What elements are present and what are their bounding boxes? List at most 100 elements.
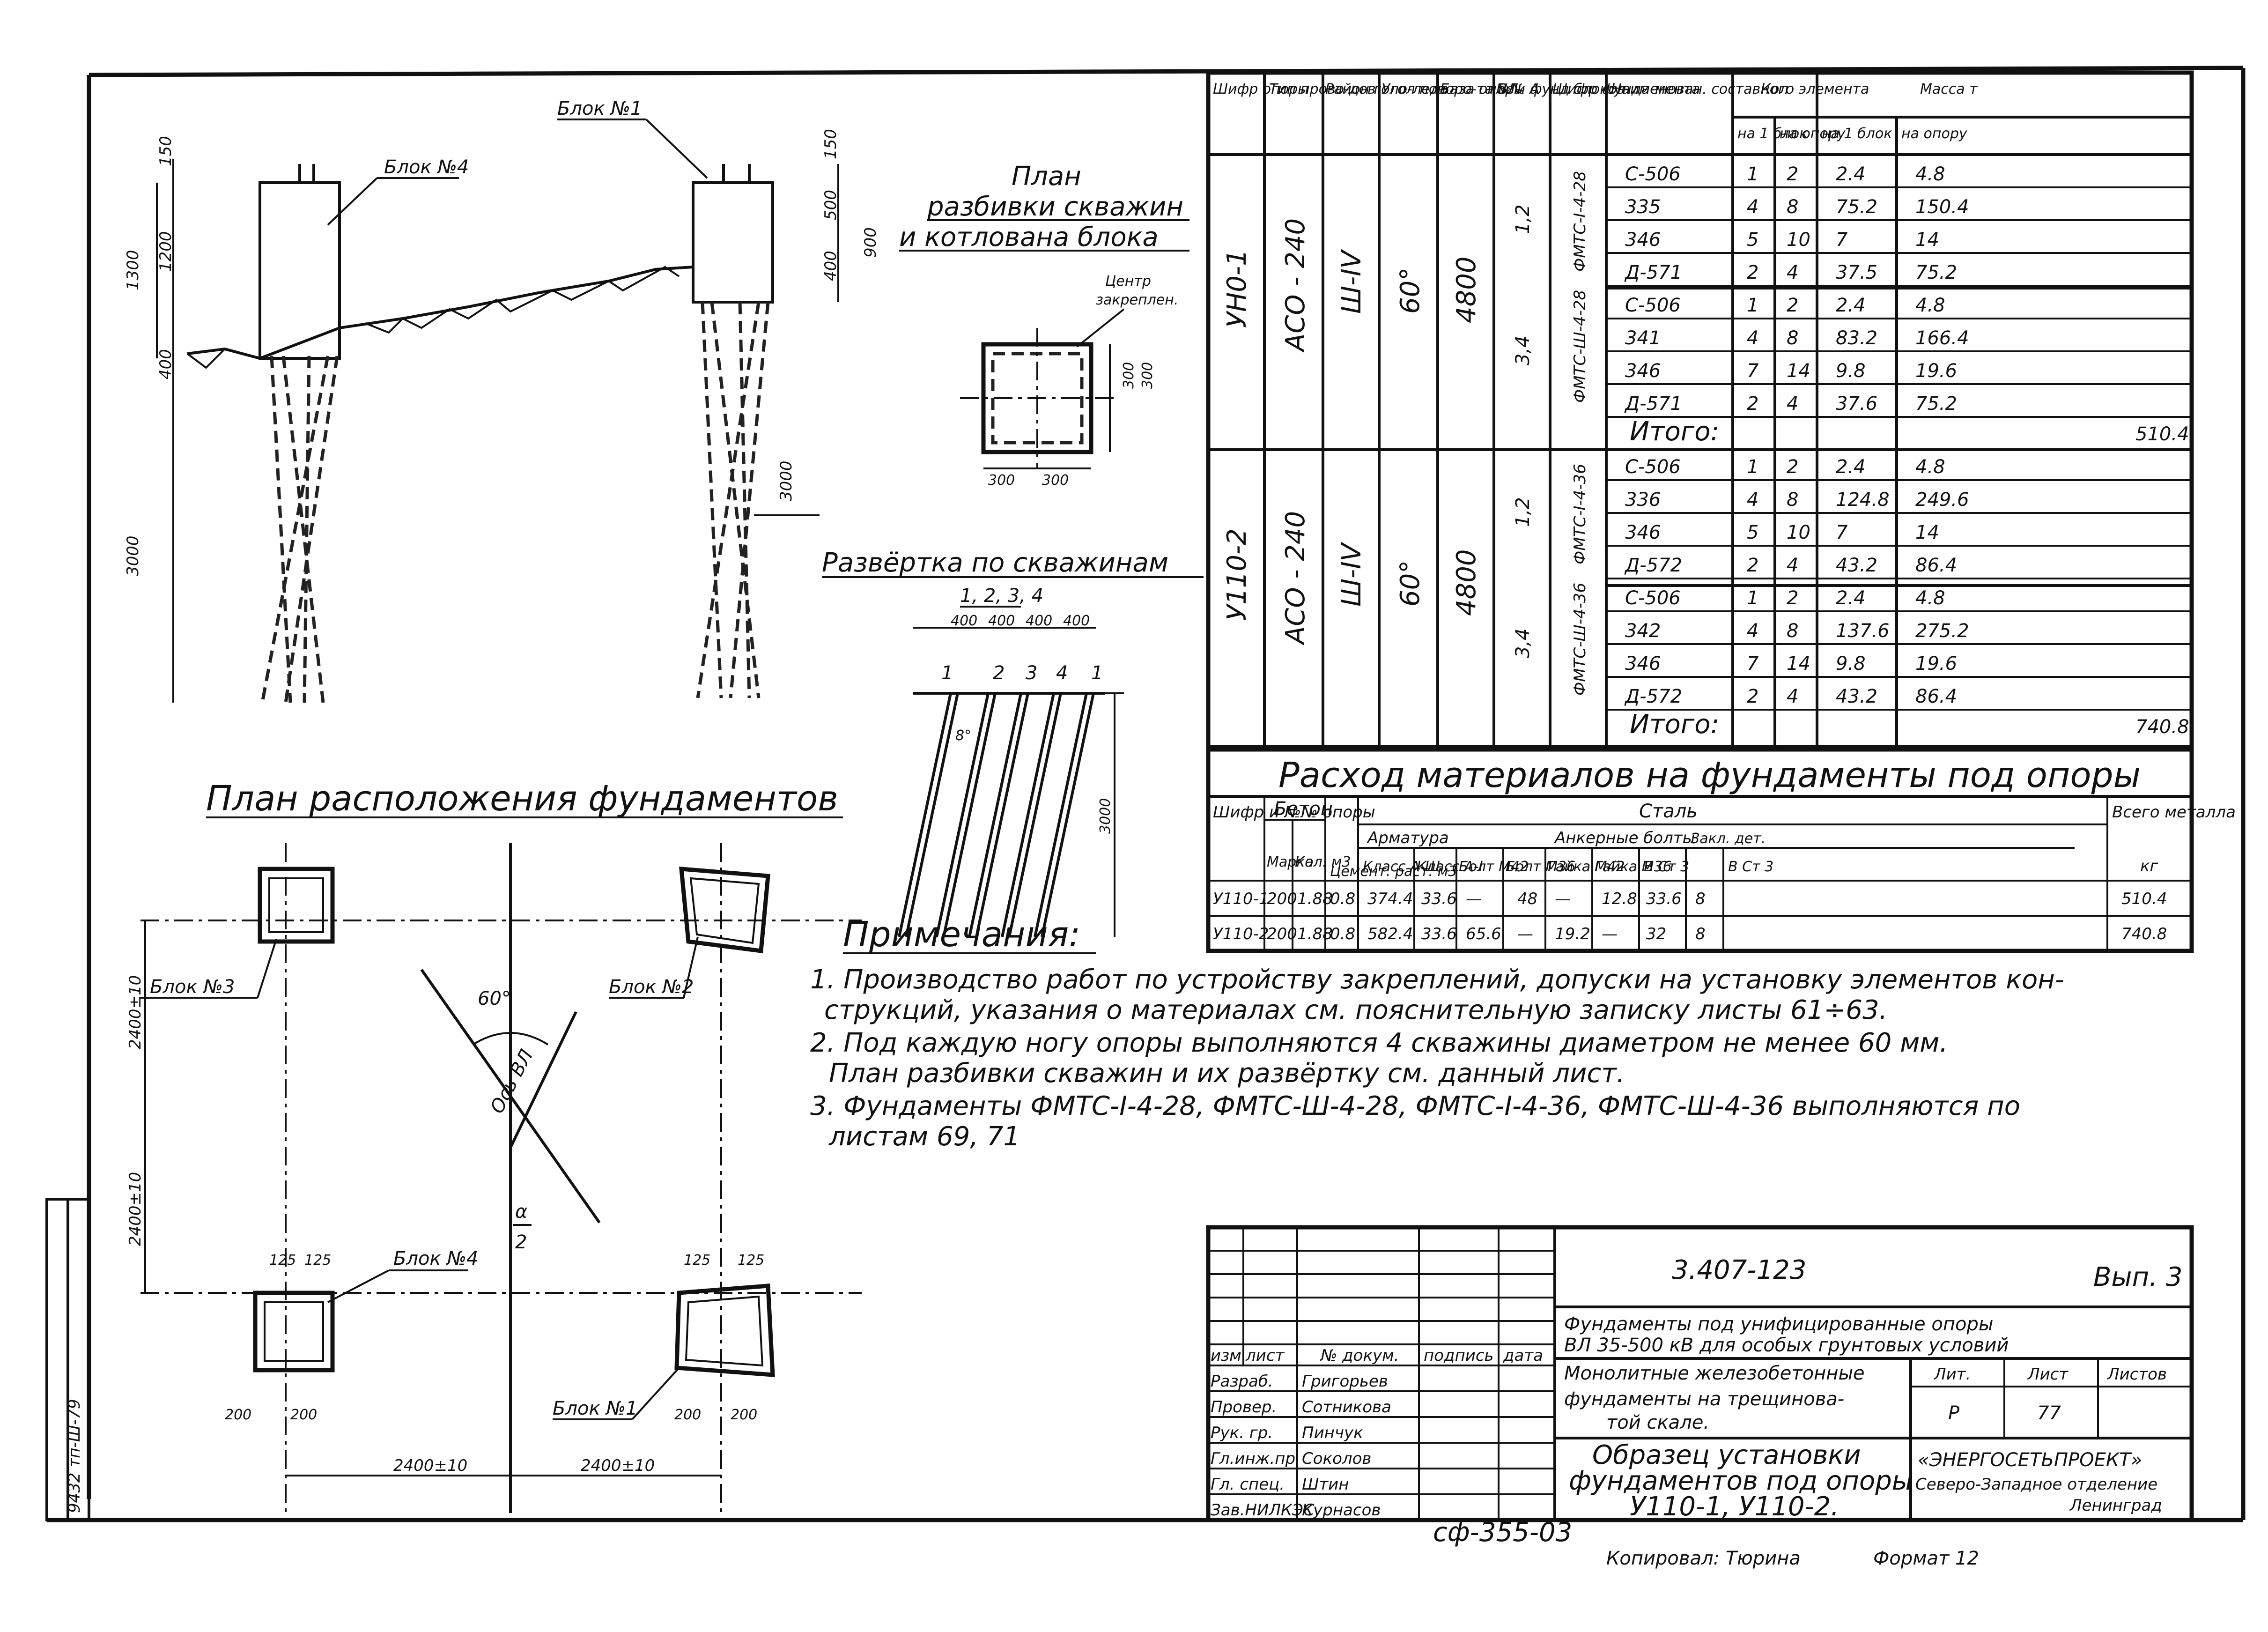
spec-cell: 8 bbox=[1787, 196, 1798, 218]
drill-unfold: Развёртка по скважинам 1, 2, 3, 4 400 40… bbox=[822, 548, 1204, 937]
dim-400-right: 400 bbox=[821, 251, 840, 281]
block1-label: Блок №1 bbox=[553, 1398, 637, 1419]
sheet-frame: 9432 тп-Ш-79 bbox=[45, 66, 2246, 1522]
unfold-hole-5: 1 bbox=[1091, 662, 1103, 684]
materials-cell: 1.88 bbox=[1297, 925, 1333, 943]
half-angle-alpha: α bbox=[515, 1201, 527, 1223]
spec-cell: 86.4 bbox=[1915, 686, 1957, 707]
person-name: Пинчук bbox=[1302, 1424, 1363, 1442]
dim-125-b: 125 bbox=[304, 1252, 331, 1269]
person-role: Провер. bbox=[1211, 1398, 1277, 1417]
dim-150-right: 150 bbox=[821, 129, 840, 159]
dim-2400-vert-2: 2400±10 bbox=[126, 1172, 145, 1246]
person-name: Григорьев bbox=[1302, 1372, 1388, 1391]
note-line-1: 1. Производство работ по устройству закр… bbox=[810, 964, 2064, 995]
spec-cell: 4 bbox=[1747, 620, 1758, 642]
spec-base: 4800 bbox=[1451, 549, 1482, 616]
spec-header-2: Район голо-леда bbox=[1325, 81, 1448, 97]
spec-cell: 342 bbox=[1625, 620, 1661, 642]
person-role: Разраб. bbox=[1211, 1372, 1273, 1391]
spec-subheader-0: на 1 блок bbox=[1737, 126, 1808, 142]
dim-300-b: 300 bbox=[1042, 472, 1069, 489]
spec-header-0: Шифр опоры bbox=[1213, 81, 1309, 97]
spec-cell: 4 bbox=[1747, 196, 1758, 218]
materials-cell: 19.2 bbox=[1555, 925, 1590, 943]
spec-cell: 37.5 bbox=[1836, 262, 1877, 283]
copied-by: Копировал: Тюрина bbox=[1606, 1548, 1801, 1569]
spec-cell: 2 bbox=[1747, 686, 1758, 707]
spec-cell: 75.2 bbox=[1915, 262, 1957, 283]
spec-wire: АСО - 240 bbox=[1280, 511, 1311, 645]
spec-cell: 2.4 bbox=[1836, 456, 1866, 478]
dim-1200: 1200 bbox=[156, 231, 175, 272]
unfold-hole-4: 4 bbox=[1056, 662, 1068, 684]
spec-cell: 1 bbox=[1747, 295, 1758, 316]
sheets-head: Листов bbox=[2106, 1365, 2167, 1384]
spec-cell: Д-571 bbox=[1624, 393, 1682, 415]
materials-cell: — bbox=[1555, 890, 1571, 908]
spec-angle: 60° bbox=[1395, 267, 1426, 314]
spec-cell: 346 bbox=[1625, 653, 1661, 675]
spec-cell: 2.4 bbox=[1836, 163, 1866, 185]
spec-cell: 10 bbox=[1787, 522, 1810, 543]
dim-900: 900 bbox=[861, 227, 880, 258]
spec-cell: 8 bbox=[1787, 327, 1798, 349]
elev-block1-label: Блок №1 bbox=[557, 98, 642, 119]
subtitle-2: фундаменты на трещинова- bbox=[1564, 1388, 1844, 1410]
spec-cell: 275.2 bbox=[1915, 620, 1969, 642]
spec-cell: 124.8 bbox=[1836, 489, 1890, 511]
spec-ice: Ш-IV bbox=[1337, 249, 1367, 314]
spec-cell: 2.4 bbox=[1836, 295, 1866, 316]
spec-code: ФМТС-Ш-4-36 bbox=[1571, 583, 1589, 696]
spec-cell: 2 bbox=[1787, 163, 1798, 185]
col-head-list: лист bbox=[1245, 1346, 1285, 1365]
drill-plan-title-1: План bbox=[1012, 161, 1081, 192]
spec-cell: 1 bbox=[1747, 587, 1758, 609]
dim-2400-horiz-1: 2400±10 bbox=[393, 1456, 467, 1475]
col-head-doc: № докум. bbox=[1320, 1346, 1399, 1365]
side-stamp: 9432 тп-Ш-79 bbox=[65, 1399, 84, 1513]
title-block: 3.407-123 Вып. 3 Фундаменты под унифицир… bbox=[1206, 1225, 2194, 1569]
spec-cell: С-506 bbox=[1625, 456, 1681, 478]
materials-h_emb2: В Ст 3 bbox=[1728, 859, 1773, 875]
person-name: Штин bbox=[1302, 1475, 1349, 1494]
spec-cell: 2 bbox=[1787, 295, 1798, 316]
materials-h_nut42: Гайка М42 bbox=[1548, 859, 1625, 875]
half-angle-2: 2 bbox=[515, 1231, 527, 1253]
materials-cell: 510.4 bbox=[2121, 890, 2167, 908]
dim-200-a: 200 bbox=[225, 1407, 251, 1423]
spec-cell: 37.6 bbox=[1836, 393, 1877, 415]
materials-cell: 374.4 bbox=[1367, 890, 1413, 908]
spec-cell: 19.6 bbox=[1915, 653, 1957, 675]
note-line-3: 2. Под каждую ногу опоры выполняются 4 с… bbox=[810, 1028, 1948, 1058]
plan-title: План расположения фундаментов bbox=[206, 779, 838, 819]
spec-cell: 7 bbox=[1747, 653, 1759, 675]
materials-cell: У110-1 bbox=[1213, 890, 1269, 908]
foundation-plan: План расположения фундаментов 60° Ось ВЛ… bbox=[126, 779, 862, 1513]
spec-cell: 2 bbox=[1747, 393, 1758, 415]
dim-2400-horiz-2: 2400±10 bbox=[581, 1456, 655, 1475]
dim-150-left: 150 bbox=[156, 136, 175, 166]
materials-title: Расход материалов на фундаменты под опор… bbox=[1278, 755, 2141, 795]
spec-header-8: Кол bbox=[1761, 81, 1788, 97]
unfold-dim-3: 400 bbox=[1026, 613, 1052, 629]
spec-cell: 2 bbox=[1787, 587, 1798, 609]
drill-plan-title-2: разбивки скважин bbox=[927, 192, 1183, 222]
spec-cell: 43.2 bbox=[1836, 555, 1877, 576]
spec-cell: 4.8 bbox=[1915, 295, 1945, 316]
materials-cell: 48 bbox=[1517, 890, 1537, 908]
spec-cell: 75.2 bbox=[1836, 196, 1877, 218]
materials-h_vst3: В Ст 3 bbox=[1644, 859, 1689, 875]
materials-h_nut36: Гайка М36 bbox=[1595, 859, 1672, 875]
spec-cell: 341 bbox=[1625, 327, 1661, 349]
block4-label: Блок №4 bbox=[393, 1248, 478, 1269]
spec-cell: 150.4 bbox=[1915, 196, 1969, 218]
spec-support: У110-2 bbox=[1222, 528, 1252, 621]
materials-h_kg: кг bbox=[2140, 857, 2159, 875]
materials-cell: 65.6 bbox=[1466, 925, 1501, 943]
dim-200-b: 200 bbox=[290, 1407, 317, 1423]
dim-200-c: 200 bbox=[674, 1407, 701, 1423]
materials-cell: — bbox=[1466, 890, 1482, 908]
spec-cell: С-506 bbox=[1625, 163, 1681, 185]
